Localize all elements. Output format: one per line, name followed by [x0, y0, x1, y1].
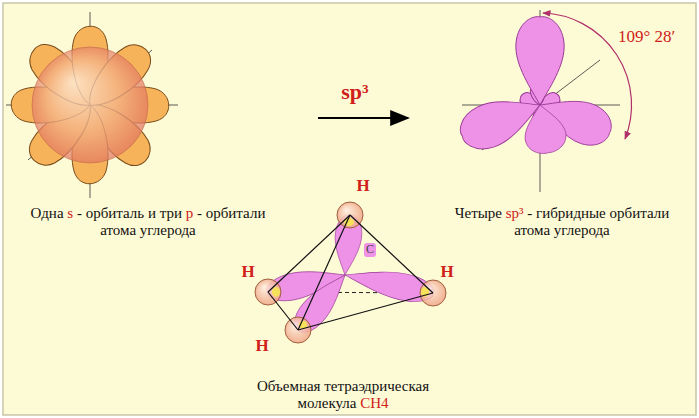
tetra-edge	[298, 215, 350, 330]
text-fragment	[321, 378, 325, 394]
text-fragment: CH4	[360, 395, 388, 411]
atom-label: C	[364, 243, 376, 257]
text-fragment: атома	[100, 222, 136, 238]
tetra-edge	[350, 215, 433, 293]
caption: Четыре sp³ - гибридные орбитали атома уг…	[442, 205, 682, 240]
atom-label: H	[440, 262, 453, 282]
text-fragment: и	[148, 205, 156, 221]
text-fragment	[156, 205, 160, 221]
text-fragment	[64, 205, 68, 221]
caption: Объемная тетраэдрическая молекула CH4	[228, 378, 458, 413]
text-fragment: sp³	[506, 205, 524, 221]
text-fragment: Объемная	[257, 378, 321, 394]
text-fragment	[524, 205, 528, 221]
text-fragment: Одна	[31, 205, 64, 221]
text-fragment: три	[160, 205, 182, 221]
text-fragment	[606, 205, 610, 221]
text-fragment: H	[356, 176, 369, 195]
p-orbital-lobes	[11, 26, 169, 184]
text-fragment: -	[527, 205, 532, 221]
text-fragment	[182, 205, 186, 221]
angle-label: 109° 28′	[618, 27, 675, 47]
text-fragment	[193, 205, 197, 221]
text-fragment: Четыре	[455, 205, 502, 221]
text-fragment: углерода	[140, 222, 196, 238]
hydrogen-spheres	[255, 202, 446, 343]
text-fragment: гибридные	[536, 205, 606, 221]
text-fragment: C	[366, 242, 374, 256]
background-panel	[3, 3, 696, 415]
text-fragment: p	[186, 205, 194, 221]
hybrid-lobes	[454, 17, 617, 157]
text-fragment: s	[67, 205, 73, 221]
text-fragment: орбитали	[610, 205, 670, 221]
text-fragment	[650, 27, 654, 46]
text-fragment: sp³	[341, 79, 368, 104]
text-fragment	[202, 205, 206, 221]
atom-label: H	[356, 176, 369, 196]
text-fragment: H	[255, 336, 268, 355]
text-fragment	[82, 205, 86, 221]
text-fragment: 28′	[655, 27, 676, 46]
sp3-orbitals	[454, 10, 632, 192]
tetra-edge	[268, 215, 350, 292]
tetra-edge	[298, 293, 433, 330]
text-fragment: углерода	[554, 222, 610, 238]
text-fragment	[356, 395, 360, 411]
text-fragment: -	[197, 205, 202, 221]
overlap-regions	[272, 218, 429, 329]
overlap-region	[272, 287, 280, 297]
s-orbital-sphere	[32, 47, 148, 163]
text-fragment: -	[77, 205, 82, 221]
transform-arrow	[318, 117, 408, 119]
text-fragment	[550, 222, 554, 238]
sp3-lobe	[516, 17, 564, 105]
text-fragment	[136, 222, 140, 238]
text-fragment	[502, 205, 506, 221]
text-fragment: 109°	[618, 27, 650, 46]
caption: Одна s - орбиталь и три p - орбитали ато…	[13, 205, 283, 240]
tetrahedron-edges	[268, 215, 433, 330]
text-fragment	[73, 205, 77, 221]
text-fragment: тетраэдрическая	[324, 378, 429, 394]
hybridization-label: sp³	[341, 79, 368, 104]
tetra-edge	[268, 292, 298, 330]
atom-label: H	[255, 336, 268, 356]
methane-tetrahedron	[255, 202, 446, 343]
text-fragment	[144, 205, 148, 221]
text-fragment: атома	[514, 222, 550, 238]
text-fragment: молекула	[297, 395, 356, 411]
text-fragment	[532, 205, 536, 221]
text-fragment: H	[440, 262, 453, 281]
bond-lobes	[264, 214, 435, 339]
text-fragment: орбиталь	[86, 205, 145, 221]
atom-label: H	[241, 262, 254, 282]
text-fragment: орбитали	[206, 205, 266, 221]
text-fragment: H	[241, 262, 254, 281]
s-p-orbitals	[6, 12, 178, 198]
sp3-lobe	[520, 101, 569, 156]
